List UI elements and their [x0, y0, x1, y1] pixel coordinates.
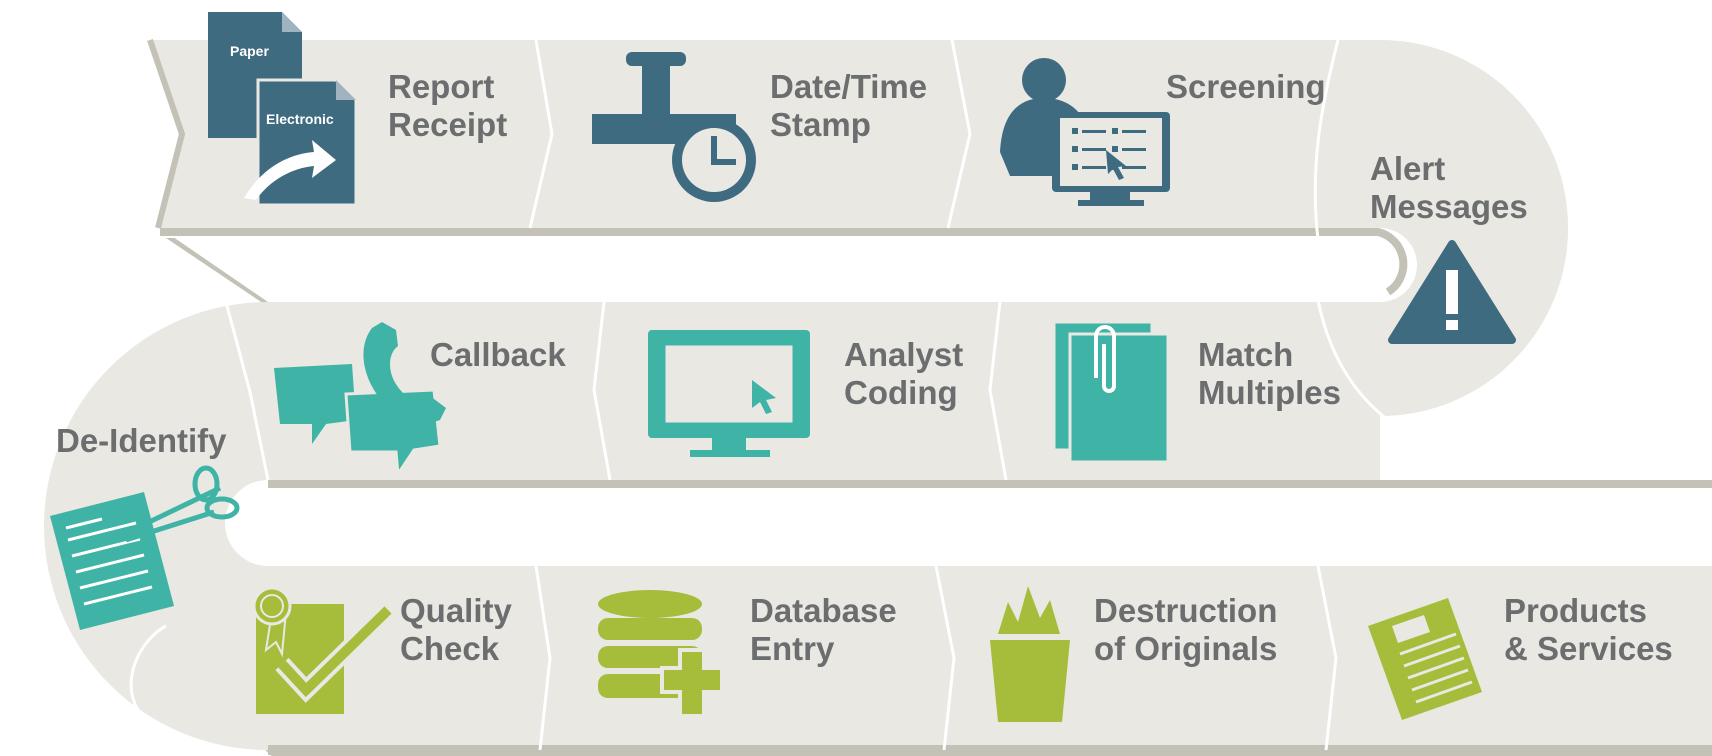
label-quality-check: Quality Check: [400, 592, 521, 667]
paperclip-documents-icon: [1052, 320, 1170, 464]
monitor-cursor-icon: [648, 330, 810, 457]
label-database-entry: Database Entry: [750, 592, 906, 667]
label-de-identify: De-Identify: [56, 422, 227, 459]
road-right-curve: [1380, 40, 1568, 416]
label-screening: Screening: [1166, 68, 1326, 105]
database-plus-icon: [598, 590, 724, 718]
label-products-services: Products & Services: [1504, 592, 1673, 667]
label-report-receipt: Report Receipt: [388, 68, 507, 143]
step-labels: Report Receipt Date/Time Stamp Screening…: [56, 68, 1673, 667]
road-left-curve: [44, 302, 268, 750]
label-alert-messages: Alert Messages: [1370, 150, 1528, 225]
label-date-time-stamp: Date/Time Stamp: [770, 68, 936, 143]
paper-electronic-documents-icon: Paper Electronic: [208, 12, 358, 207]
label-match-multiples: Match Multiples: [1198, 336, 1341, 411]
stamp-clock-icon: [592, 52, 756, 202]
label-analyst-coding: Analyst Coding: [844, 336, 972, 411]
scissors-document-icon: [50, 465, 240, 630]
newspaper-icon: [1368, 598, 1482, 720]
checklist-ribbon-icon: [252, 586, 395, 714]
electronic-icon-text: Electronic: [266, 111, 334, 127]
burning-bin-icon: [990, 586, 1070, 722]
label-destruction-of-originals: Destruction of Originals: [1094, 592, 1287, 667]
label-callback: Callback: [430, 336, 566, 373]
paper-icon-text: Paper: [230, 43, 269, 59]
person-monitor-icon: [1000, 58, 1170, 206]
warning-triangle-icon: [1388, 240, 1516, 344]
phone-speech-icon: [274, 322, 446, 479]
